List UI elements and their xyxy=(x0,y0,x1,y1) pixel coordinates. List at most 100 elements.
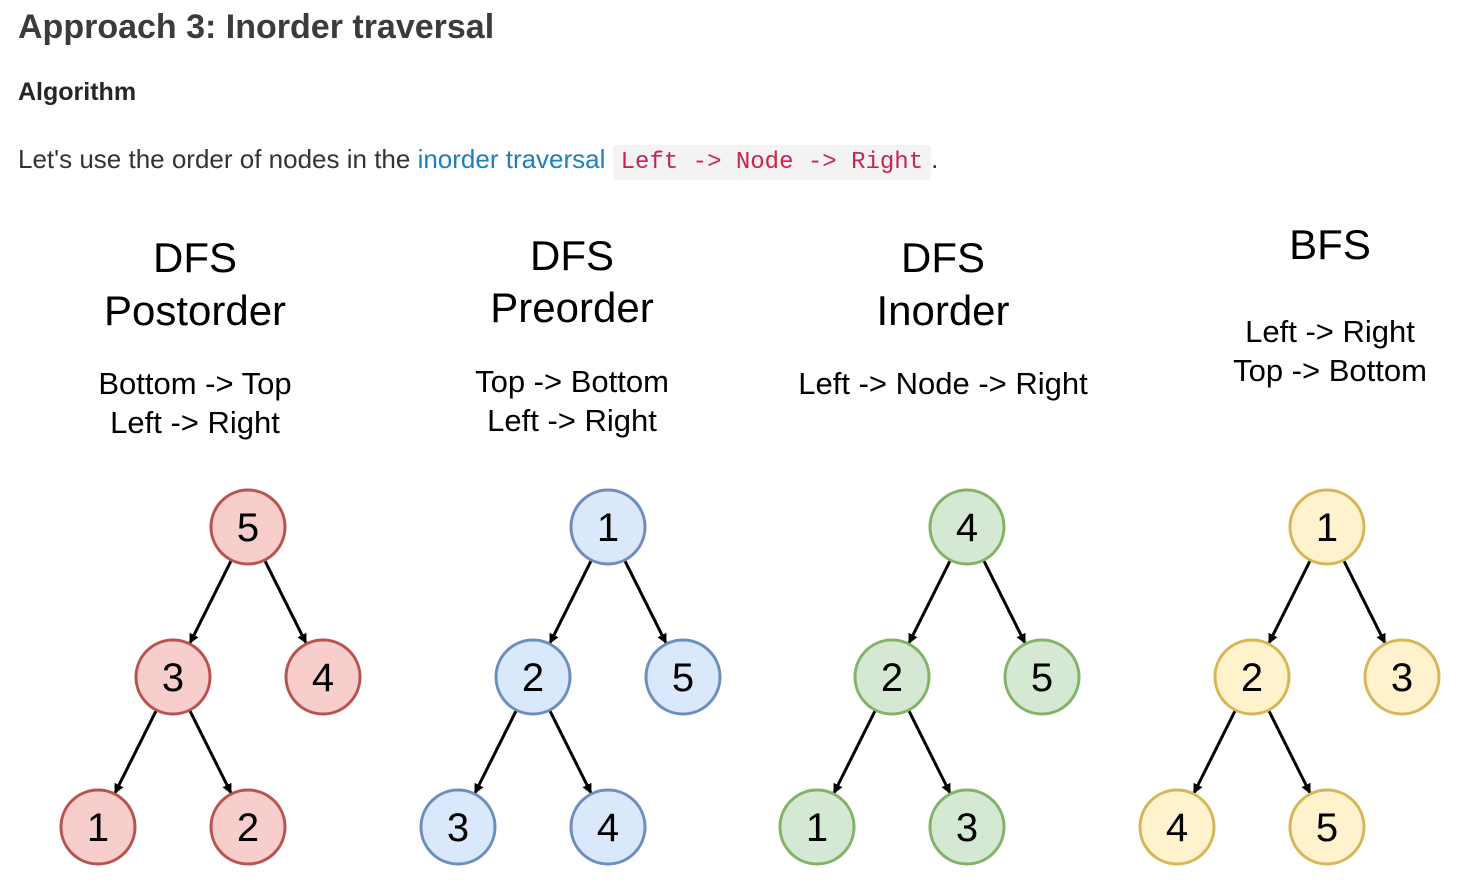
tree-node-label: 1 xyxy=(1316,506,1338,550)
diagram-description-line: Bottom -> Top xyxy=(98,366,291,401)
tree-node-circle xyxy=(928,788,1006,866)
diagram-title-line: DFS xyxy=(901,234,985,281)
tree-node-label: 5 xyxy=(237,506,259,550)
section-heading: Algorithm xyxy=(18,78,137,106)
tree-node: 3 xyxy=(1363,638,1441,716)
tree-node: 2 xyxy=(209,788,287,866)
tree-edge-arrow xyxy=(188,709,233,794)
tree-node-label: 5 xyxy=(1031,656,1053,700)
diagram-description-line: Left -> Right xyxy=(110,405,280,440)
tree-node-label: 2 xyxy=(237,806,259,850)
page-title: Approach 3: Inorder traversal xyxy=(18,8,495,46)
tree-node: 5 xyxy=(1288,788,1366,866)
tree-node: 3 xyxy=(419,788,497,866)
tree-node: 1 xyxy=(1288,488,1366,566)
tree-node: 2 xyxy=(1213,638,1291,716)
tree-node-label: 2 xyxy=(881,656,903,700)
tree-node-label: 5 xyxy=(1316,806,1338,850)
tree-node-circle xyxy=(853,638,931,716)
intro-text: Let's use the order of nodes in the xyxy=(18,144,418,174)
tree-node-circle xyxy=(209,488,287,566)
tree-node-circle xyxy=(569,788,647,866)
diagram-description-line: Left -> Node -> Right xyxy=(798,366,1088,401)
tree-node: 4 xyxy=(284,638,362,716)
tree-edge-arrow xyxy=(113,709,158,794)
tree-edge-arrow xyxy=(188,559,233,644)
tree-node-circle xyxy=(209,788,287,866)
diagram-description-line: Left -> Right xyxy=(1245,314,1415,349)
tree-node-label: 1 xyxy=(597,506,619,550)
tree-node: 1 xyxy=(569,488,647,566)
tree-edge-arrow xyxy=(548,559,593,644)
tree-node-circle xyxy=(419,788,497,866)
tree-node: 1 xyxy=(59,788,137,866)
tree-node-circle xyxy=(1288,788,1366,866)
tree-edge-arrow xyxy=(907,559,952,644)
tree-node-circle xyxy=(644,638,722,716)
tree-node-label: 2 xyxy=(1241,656,1263,700)
diagram-title-line: DFS xyxy=(530,232,614,279)
inline-code: Left -> Node -> Right xyxy=(612,145,932,180)
diagram-title-line: Inorder xyxy=(876,287,1009,334)
tree-edge-arrow xyxy=(907,709,952,794)
diagram-title-line: DFS xyxy=(153,234,237,281)
diagram-description-line: Top -> Bottom xyxy=(1233,353,1427,388)
tree-node-circle xyxy=(494,638,572,716)
tree-edge-arrow xyxy=(1192,709,1237,794)
tree-node: 3 xyxy=(928,788,1006,866)
diagram-title-line: Preorder xyxy=(490,284,653,331)
tree-edge-arrow xyxy=(1267,559,1312,644)
tree-edge-arrow xyxy=(263,559,308,644)
tree-node-label: 1 xyxy=(87,806,109,850)
intro-period: . xyxy=(931,144,939,174)
tree-node: 5 xyxy=(1003,638,1081,716)
tree-edge-arrow xyxy=(1342,559,1387,644)
tree-node-label: 4 xyxy=(597,806,619,850)
tree-edge-arrow xyxy=(832,709,877,794)
tree-node: 3 xyxy=(134,638,212,716)
intro-paragraph: Let's use the order of nodes in the inor… xyxy=(18,140,938,182)
diagram-title-line: BFS xyxy=(1289,221,1371,268)
tree-node-label: 1 xyxy=(806,806,828,850)
tree-node-circle xyxy=(1003,638,1081,716)
tree-edge-arrow xyxy=(548,709,593,794)
tree-node-circle xyxy=(134,638,212,716)
tree-node-label: 4 xyxy=(956,506,978,550)
tree-node: 5 xyxy=(644,638,722,716)
tree-node-circle xyxy=(1213,638,1291,716)
tree-node-label: 3 xyxy=(162,656,184,700)
tree-node: 4 xyxy=(1138,788,1216,866)
tree-node-label: 4 xyxy=(312,656,334,700)
tree-node: 4 xyxy=(569,788,647,866)
tree-node-circle xyxy=(1288,488,1366,566)
tree-node-circle xyxy=(569,488,647,566)
tree-node-circle xyxy=(928,488,1006,566)
tree-edge-arrow xyxy=(473,709,518,794)
tree-node-label: 3 xyxy=(447,806,469,850)
tree-node-label: 3 xyxy=(956,806,978,850)
tree-node-circle xyxy=(778,788,856,866)
tree-node: 4 xyxy=(928,488,1006,566)
tree-node-circle xyxy=(284,638,362,716)
tree-node: 5 xyxy=(209,488,287,566)
diagram-description-line: Top -> Bottom xyxy=(475,364,669,399)
tree-node: 1 xyxy=(778,788,856,866)
tree-edge-arrow xyxy=(1267,709,1312,794)
tree-edge-arrow xyxy=(623,559,668,644)
tree-node: 2 xyxy=(494,638,572,716)
inorder-traversal-link[interactable]: inorder traversal xyxy=(417,144,606,174)
tree-node-label: 2 xyxy=(522,656,544,700)
diagram-title-line: Postorder xyxy=(104,287,286,334)
tree-node-label: 3 xyxy=(1391,656,1413,700)
tree-node-circle xyxy=(59,788,137,866)
tree-node-circle xyxy=(1363,638,1441,716)
tree-edge-arrow xyxy=(982,559,1027,644)
diagram-description-line: Left -> Right xyxy=(487,403,657,438)
tree-node: 2 xyxy=(853,638,931,716)
tree-node-circle xyxy=(1138,788,1216,866)
